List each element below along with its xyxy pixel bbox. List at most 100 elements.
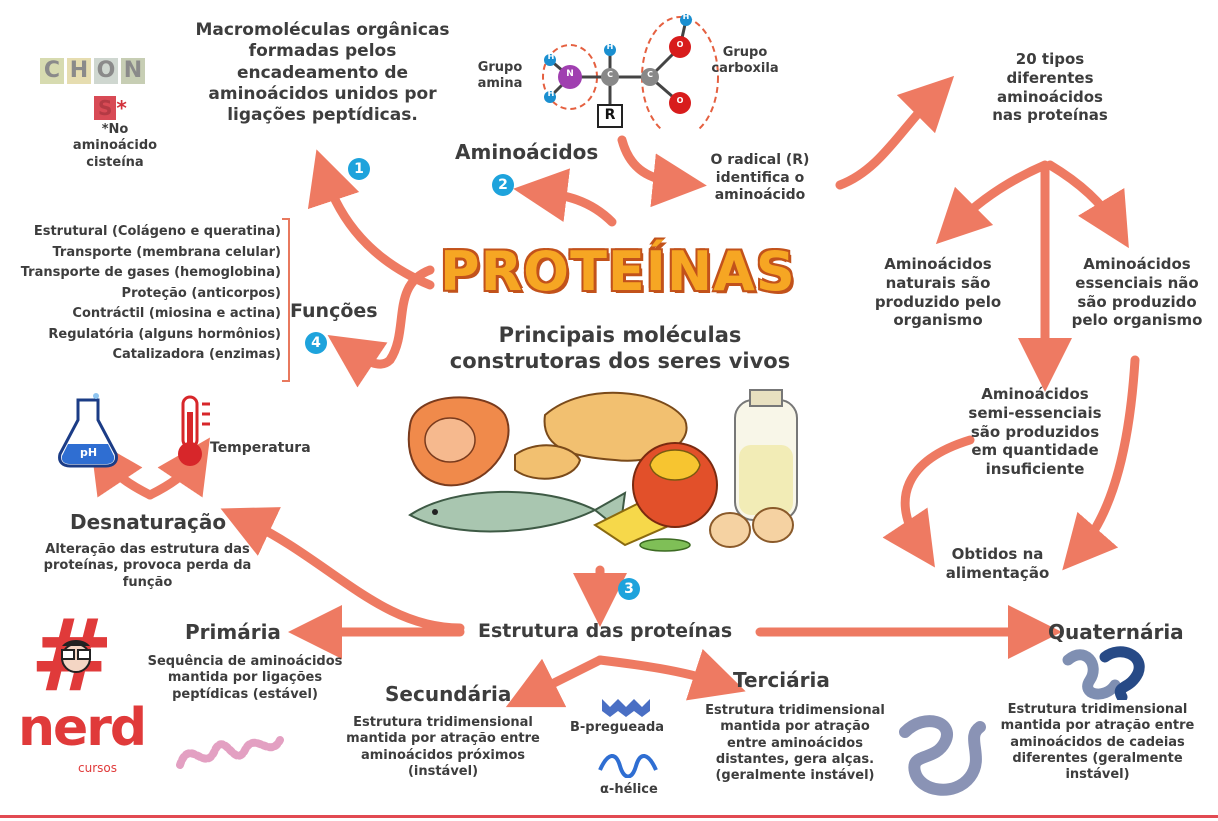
- footer-line: [0, 815, 1218, 818]
- primary-chain-icon: [176, 736, 284, 769]
- arrow-to-funcoes: [327, 265, 435, 388]
- chon-note: *No aminoácido cisteína: [70, 122, 160, 171]
- semi-line-5: insuficiente: [985, 460, 1085, 478]
- main-title: PROTEÍNAS: [440, 240, 796, 303]
- subtitle: Principais moléculas construtoras dos se…: [440, 322, 800, 375]
- chon-note-1: *No: [101, 122, 129, 137]
- terciaria-line-5: (geralmente instável): [715, 768, 875, 783]
- macro-line-1: Macromoléculas orgânicas: [195, 20, 450, 40]
- radical-line-1: O radical (R): [710, 152, 810, 168]
- semi-line-4: em quantidade: [971, 441, 1099, 460]
- b-pregueada-label: B-pregueada: [570, 720, 665, 735]
- funcao-item: Estrutural (Colágeno e queratina): [33, 224, 281, 239]
- macro-line-4: aminoácidos unidos por: [208, 83, 437, 104]
- nerd-face-icon: [61, 640, 91, 673]
- aminoacidos-label: Aminoácidos: [455, 140, 599, 164]
- essenciais-line-4: pelo organismo: [1071, 311, 1203, 330]
- tipos-line-1: 20 tipos: [1015, 50, 1085, 68]
- primaria-line-3: peptídicas (estável): [172, 686, 318, 702]
- essenciais-line-1: Aminoácidos: [1083, 255, 1191, 273]
- arrow-obtidos-left: [882, 435, 975, 568]
- nerd-cursos-logo: # nerd cursos: [18, 606, 147, 798]
- macro-line-5: ligações peptídicas.: [227, 105, 418, 125]
- atom-o-2: [669, 92, 691, 114]
- estrutura-label: Estrutura das proteínas: [478, 620, 733, 642]
- subtitle-line-2: construtoras dos seres vivos: [449, 349, 791, 374]
- funcao-item: Regulatória (alguns hormônios): [48, 326, 281, 342]
- semi-line-1: Aminoácidos: [981, 385, 1089, 403]
- quaternary-structure-icon: [1062, 646, 1145, 700]
- obtidos-line-2: alimentação: [945, 563, 1050, 582]
- funcao-item: Transporte de gases (hemoglobina): [20, 265, 281, 280]
- terciaria-title: Terciária: [733, 668, 830, 692]
- badge-1: 1: [348, 158, 370, 180]
- beta-sheet-icon: [602, 699, 650, 717]
- atom-h3-label: H: [606, 42, 614, 51]
- primaria-line-2: mantida por ligações: [167, 670, 323, 686]
- funcao-item: Proteção (anticorpos): [121, 285, 281, 301]
- chon-note-3: cisteína: [86, 154, 144, 170]
- atom-h1-label: H: [547, 52, 555, 61]
- terciaria-line-2: mantida por atração: [720, 719, 870, 735]
- arrow-to-tipos: [835, 75, 955, 190]
- quaternaria-line-4: diferentes (geralmente: [1012, 750, 1183, 766]
- grupo-carboxila-line-1: Grupo: [722, 45, 768, 60]
- grupo-amina-label: Grupo amina: [470, 60, 530, 93]
- macro-line-3: encadeamento de: [236, 62, 409, 83]
- terciaria-text: Estrutura tridimensional mantida por atr…: [695, 703, 895, 784]
- chon-n: N: [121, 58, 145, 84]
- atom-c2-label: C: [647, 70, 653, 79]
- semi-text: Aminoácidos semi-essenciais são produzid…: [960, 385, 1110, 479]
- quaternaria-text: Estrutura tridimensional mantida por atr…: [995, 702, 1200, 783]
- logo-word: nerd: [18, 698, 147, 758]
- subtitle-line-1: Principais moléculas: [498, 323, 742, 347]
- atom-r-label: R: [604, 107, 616, 123]
- desnaturacao-title: Desnaturação: [70, 510, 227, 534]
- obtidos-text: Obtidos na alimentação: [935, 545, 1060, 583]
- funcoes-list: Estrutural (Colágeno e queratina) Transp…: [5, 222, 281, 366]
- badge-3: 3: [618, 578, 640, 600]
- terciaria-line-4: distantes, gera alças.: [715, 751, 875, 767]
- primaria-line-1: Sequência de aminoácidos: [147, 654, 343, 669]
- food-illustration: [407, 389, 798, 552]
- ph-label: pH: [80, 446, 98, 459]
- naturais-line-3: produzido pelo: [874, 292, 1002, 311]
- grupo-amina-line-2: amina: [477, 76, 523, 92]
- funcao-item: Transporte (membrana celular): [52, 244, 281, 260]
- atom-n: [558, 65, 582, 89]
- desnaturacao-line-2: proteínas, provoca perda da: [43, 558, 252, 574]
- atom-h-2: [544, 91, 556, 103]
- tipos-line-4: nas proteínas: [992, 106, 1108, 125]
- chon-o: O: [94, 58, 118, 84]
- desnaturacao-text: Alteração das estrutura das proteínas, p…: [35, 542, 260, 591]
- tipos-text: 20 tipos diferentes aminoácidos nas prot…: [975, 50, 1125, 125]
- alpha-helix-icon: [598, 754, 658, 778]
- desnaturacao-line-3: função: [122, 574, 173, 590]
- tipos-line-3: aminoácidos: [996, 87, 1103, 106]
- egg-icon-2: [752, 507, 794, 543]
- atom-c-alpha: [601, 68, 619, 86]
- grupo-carboxila-label: Grupo carboxila: [700, 45, 790, 78]
- logo-sub: cursos: [78, 761, 117, 775]
- arrow-to-naturais: [935, 160, 1050, 245]
- desnaturacao-line-1: Alteração das estrutura das: [45, 542, 250, 557]
- secundaria-title: Secundária: [385, 682, 512, 706]
- atom-h2-label: H: [547, 89, 555, 98]
- ph-thermo-icons: [58, 393, 210, 468]
- terciaria-line-1: Estrutura tridimensional: [705, 703, 885, 718]
- primaria-title: Primária: [185, 620, 281, 644]
- quaternaria-line-2: mantida por atração entre: [1000, 718, 1195, 734]
- tertiary-structure-icon: [899, 715, 986, 796]
- essenciais-text: Aminoácidos essenciais não são produzido…: [1062, 255, 1212, 330]
- atom-o1-label: O: [676, 40, 684, 49]
- chon-note-2: aminoácido: [72, 138, 158, 154]
- secundaria-line-4: (instável): [407, 763, 479, 779]
- aminoacid-molecule: [542, 14, 719, 130]
- chon-s: S*: [94, 96, 127, 120]
- arrow-to-macro: [307, 149, 435, 290]
- quaternaria-line-1: Estrutura tridimensional: [1007, 702, 1188, 717]
- funcao-item: Contráctil (miosina e actina): [72, 306, 281, 321]
- radical-text: O radical (R) identifica o aminoácido: [695, 152, 825, 205]
- naturais-line-4: organismo: [893, 311, 983, 330]
